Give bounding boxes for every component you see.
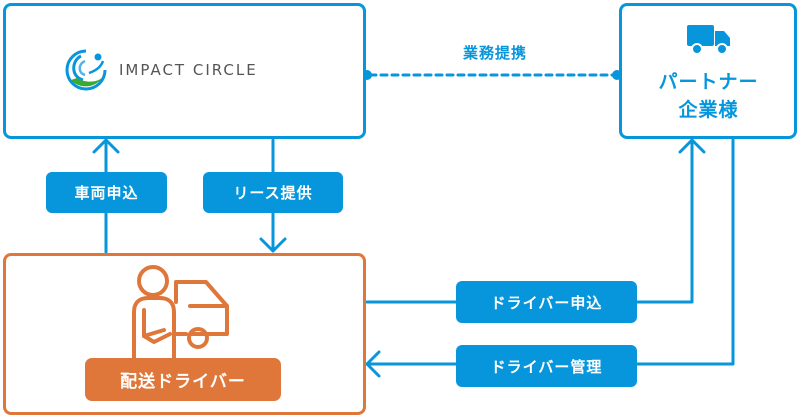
truck-icon <box>687 25 730 55</box>
vehicle-application-label: 車両申込 <box>46 172 167 213</box>
impact-circle-swirl-logo-icon <box>65 49 107 91</box>
driver-application-label: ドライバー申込 <box>456 281 637 323</box>
impact-circle-logo: IMPACT CIRCLE <box>63 47 258 93</box>
vehicle-application-arrowhead <box>92 138 120 154</box>
impact-circle-name: IMPACT CIRCLE <box>119 61 258 79</box>
impact-circle-node <box>3 3 366 139</box>
driver-management-label: ドライバー管理 <box>456 345 637 387</box>
partner-title: パートナー 企業様 <box>620 68 797 124</box>
driver-application-line <box>365 138 694 304</box>
driver-label: 配送ドライバー <box>85 358 281 401</box>
partner-title-line1: パートナー <box>658 71 759 93</box>
driver-management-line <box>365 138 735 366</box>
driver-with-truck-icon <box>132 265 229 360</box>
lease-provision-arrowhead <box>259 237 287 253</box>
partner-title-line2: 企業様 <box>678 99 739 121</box>
driver-management-arrowhead <box>365 350 381 378</box>
driver-application-arrowhead <box>678 138 706 154</box>
lease-provision-label: リース提供 <box>203 172 343 213</box>
alliance-label: 業務提携 <box>462 44 527 62</box>
